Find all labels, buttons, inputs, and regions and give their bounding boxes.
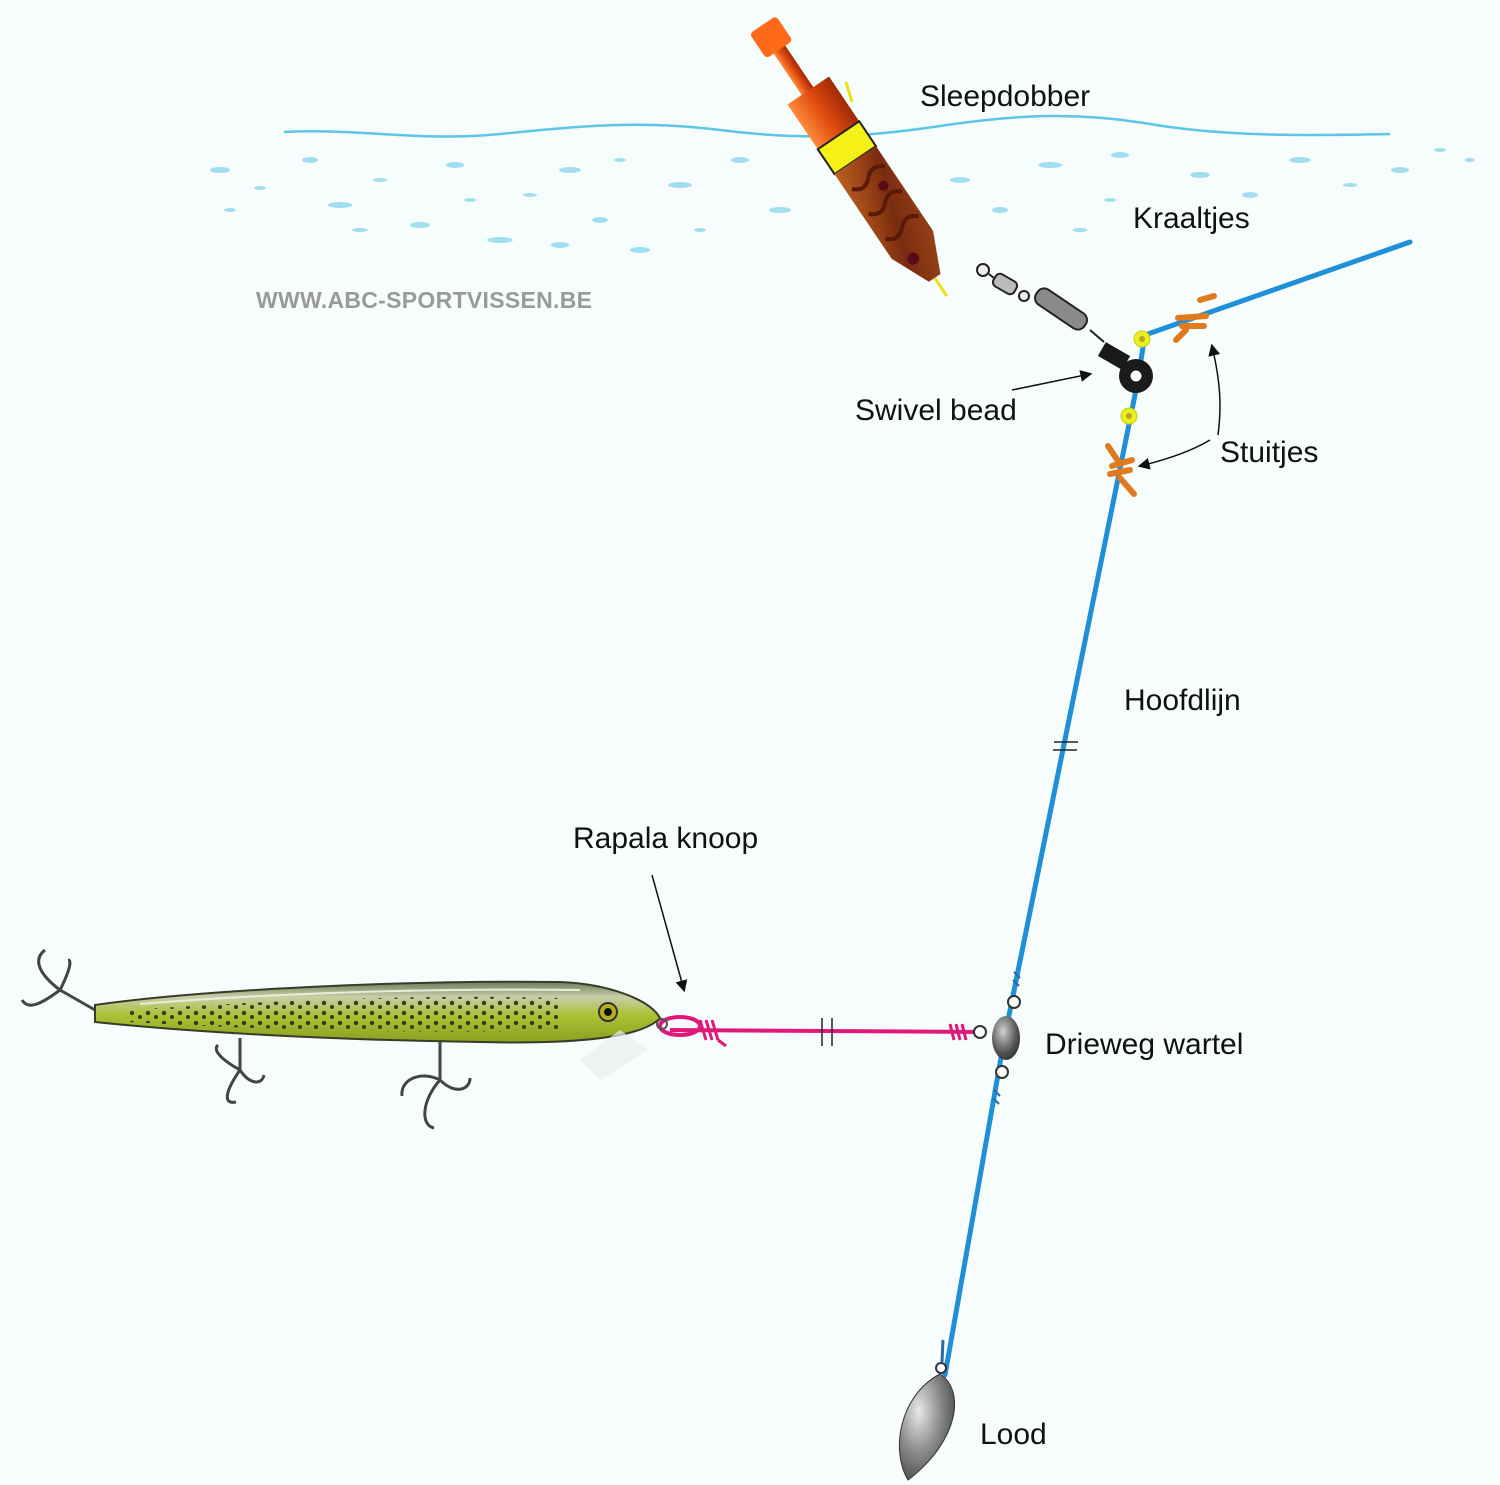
website-watermark: WWW.ABC-SPORTVISSEN.BE xyxy=(256,287,593,313)
rapala-knoop-arrow xyxy=(651,874,688,993)
bead-icon xyxy=(1120,330,1151,425)
label-lood: Lood xyxy=(980,1418,1047,1451)
main-line-break-mark xyxy=(1053,741,1078,751)
annotation-arrows xyxy=(651,343,1221,993)
snap-swivel-icon xyxy=(976,263,1105,343)
label-swivel-bead: Swivel bead xyxy=(855,394,1017,427)
minnow-lure-icon xyxy=(20,948,668,1130)
label-hoofdlijn: Hoofdlijn xyxy=(1124,684,1241,717)
trolling-float-icon xyxy=(751,17,949,297)
stuitjes-arrow-upper xyxy=(1208,343,1221,436)
label-kraaltjes: Kraaltjes xyxy=(1133,202,1250,235)
swivel-bead-icon xyxy=(1097,342,1153,393)
leader-line xyxy=(658,1015,986,1048)
label-rapala-knoop: Rapala knoop xyxy=(573,822,759,855)
stuitjes-arrow-lower xyxy=(1137,439,1211,470)
three-way-swivel-icon xyxy=(973,971,1021,1105)
stopper-knot-icon xyxy=(1105,293,1217,497)
lead-sinker-icon xyxy=(898,1339,956,1481)
label-stuitjes: Stuitjes xyxy=(1220,436,1319,469)
label-sleepdobber: Sleepdobber xyxy=(920,80,1091,113)
label-drieweg-wartel: Drieweg wartel xyxy=(1045,1028,1244,1061)
swivel-bead-arrow xyxy=(1011,370,1093,391)
float-antenna xyxy=(844,81,854,103)
